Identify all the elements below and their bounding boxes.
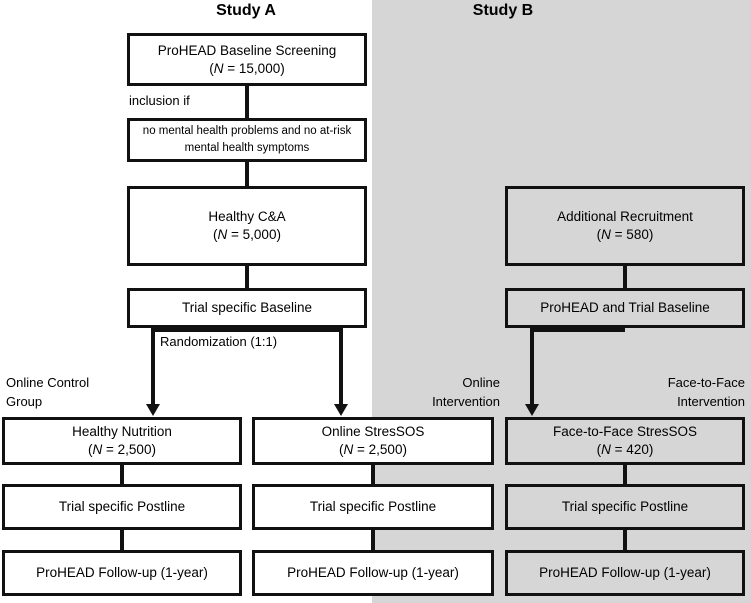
box-line-2: (N = 2,500): [88, 442, 156, 457]
box-postline-left: Trial specific Postline: [2, 484, 242, 530]
box-line-1: Trial specific Postline: [309, 499, 437, 515]
connector-nutrition-to-postline: [120, 465, 124, 484]
annotation-randomization: Randomization (1:1): [160, 334, 278, 349]
randomization-split-bar: [151, 328, 343, 332]
connector-trial-baseline-to-arrow: [530, 328, 625, 332]
box-followup-mid: ProHEAD Follow-up (1-year): [252, 550, 494, 596]
box-line-1: ProHEAD Follow-up (1-year): [539, 565, 711, 581]
box-line-1: Healthy Nutrition: [72, 424, 172, 440]
box-prohead-and-trial-baseline: ProHEAD and Trial Baseline: [505, 288, 745, 328]
box-additional-recruitment: Additional Recruitment (N = 580): [505, 186, 745, 266]
label-online-intervention: Online Intervention: [380, 374, 500, 412]
box-healthy-nutrition: Healthy Nutrition (N = 2,500): [2, 417, 242, 465]
annotation-inclusion-if: inclusion if: [129, 93, 190, 108]
arrow-head-to-healthy-nutrition: [146, 404, 160, 416]
box-line-1: ProHEAD Follow-up (1-year): [36, 565, 208, 581]
connector-healthy-to-trial-baseline: [245, 266, 249, 288]
label-line-2: Intervention: [432, 393, 500, 409]
box-line-1: ProHEAD and Trial Baseline: [540, 300, 710, 316]
box-prohead-baseline-screening: ProHEAD Baseline Screening (N = 15,000): [127, 33, 367, 86]
label-online-control-group: Online Control Group: [6, 374, 89, 412]
arrow-stem-to-online-stressos: [339, 328, 343, 406]
box-line-1: Additional Recruitment: [557, 209, 693, 225]
box-line-1: Trial specific Postline: [58, 499, 186, 515]
arrow-stem-to-f2f-stressos: [530, 328, 534, 406]
label-line-1: Face-to-Face: [667, 375, 745, 390]
connector-recruitment-to-prohead-trial-baseline: [623, 266, 627, 288]
arrow-stem-to-healthy-nutrition: [151, 328, 155, 406]
connector-online-stressos-to-postline: [371, 465, 375, 484]
box-line-2: (N = 580): [596, 227, 654, 242]
box-line-1: ProHEAD Baseline Screening: [157, 42, 337, 58]
label-face-to-face-intervention: Face-to-Face Intervention: [605, 374, 745, 412]
connector-postline-right-to-followup: [623, 530, 627, 550]
arrow-head-to-online-stressos: [334, 404, 348, 416]
box-followup-right: ProHEAD Follow-up (1-year): [505, 550, 745, 596]
arrow-head-to-f2f-stressos: [525, 404, 539, 416]
box-trial-specific-baseline: Trial specific Baseline: [127, 288, 367, 328]
box-line-2: (N = 2,500): [339, 442, 407, 457]
box-line-1: Face-to-Face StresSOS: [552, 424, 698, 440]
box-face-to-face-stressos: Face-to-Face StresSOS (N = 420): [505, 417, 745, 465]
box-postline-right: Trial specific Postline: [505, 484, 745, 530]
label-line-1: Online Control: [6, 375, 90, 390]
box-line-2: (N = 420): [596, 442, 654, 457]
box-line-1: Trial specific Postline: [561, 499, 689, 515]
box-line-1: Online StresSOS: [321, 424, 425, 440]
connector-inclusion-to-healthy-ca: [245, 162, 249, 186]
box-line-2: (N = 5,000): [213, 227, 281, 242]
box-line-2: (N = 15,000): [209, 60, 285, 76]
label-line-2: Group: [6, 393, 43, 409]
connector-postline-left-to-followup: [120, 530, 124, 550]
label-line-1: Online: [462, 375, 500, 390]
box-line-1: ProHEAD Follow-up (1-year): [287, 565, 459, 581]
box-healthy-ca: Healthy C&A (N = 5,000): [127, 186, 367, 266]
connector-postline-mid-to-followup: [371, 530, 375, 550]
box-postline-mid: Trial specific Postline: [252, 484, 494, 530]
box-inclusion-criteria: no mental health problems and no at-risk…: [127, 118, 367, 162]
box-followup-left: ProHEAD Follow-up (1-year): [2, 550, 242, 596]
label-line-2: Intervention: [677, 393, 745, 409]
connector-screening-to-inclusion: [245, 86, 249, 118]
column-title-study-a: Study A: [216, 2, 276, 19]
connector-f2f-stressos-to-postline: [623, 465, 627, 484]
column-title-study-b: Study B: [472, 2, 534, 19]
box-line-1: no mental health problems and no at-risk…: [142, 125, 352, 154]
box-online-stressos: Online StresSOS (N = 2,500): [252, 417, 494, 465]
box-line-1: Healthy C&A: [208, 209, 286, 225]
box-line-1: Trial specific Baseline: [181, 300, 313, 316]
